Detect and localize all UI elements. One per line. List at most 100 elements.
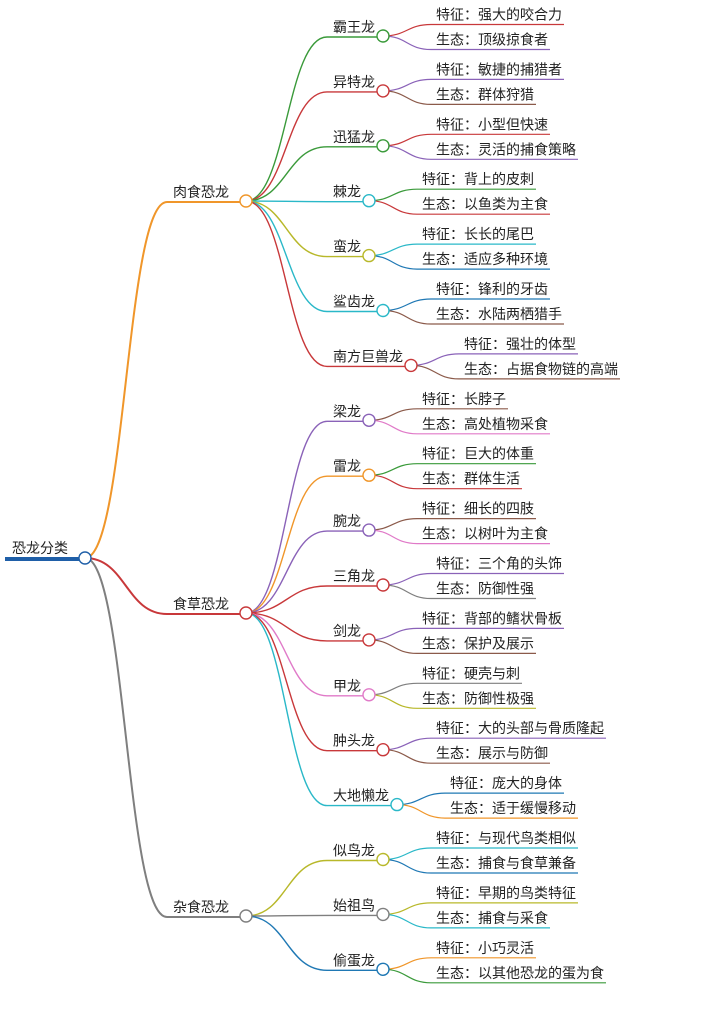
child-to-leaf-connector: [382, 913, 432, 929]
leaf-node: 生态：顶级掠食者: [436, 32, 548, 49]
child-to-leaf-connector: [368, 627, 418, 641]
child-badge: [404, 358, 418, 373]
child-to-leaf-connector: [382, 78, 432, 92]
child-to-leaf-connector: [382, 737, 432, 751]
leaf-node: 特征：巨大的体重: [422, 447, 534, 463]
leaf-label: 生态：群体生活: [422, 472, 520, 488]
leaf-label: 生态：捕食与采食: [436, 910, 548, 927]
leaf-label: 特征：强大的咬合力: [436, 7, 562, 24]
leaf-node: 特征：大的头部与骨质隆起: [436, 721, 604, 737]
child-to-leaf-connector: [396, 792, 446, 806]
child-to-leaf-connector: [368, 419, 418, 435]
leaf-label: 特征：三个角的头饰: [436, 557, 562, 573]
leaf-node: 特征：背部的鳍状骨板: [422, 611, 562, 627]
child-badge: [362, 413, 376, 427]
child-to-leaf-connector: [368, 474, 418, 490]
leaf-node: 特征：庞大的身体: [450, 776, 562, 792]
leaf-label: 特征：强壮的体型: [464, 337, 576, 353]
child-label: 鲨齿龙: [333, 295, 375, 311]
leaf-label: 特征：庞大的身体: [450, 776, 562, 792]
group-to-child-connector: [245, 200, 328, 313]
group-to-child-connector: [245, 475, 328, 614]
leaf-node: 特征：锋利的牙齿: [436, 282, 548, 298]
root-to-group-connector: [84, 557, 168, 615]
leaf-node: 特征：背上的皮刺: [422, 172, 534, 188]
child-label: 三角龙: [333, 569, 375, 585]
child-to-leaf-connector: [382, 90, 432, 105]
leaf-node: 生态：展示与防御: [436, 746, 548, 762]
group-badge: [239, 194, 253, 208]
child-badge: [376, 84, 390, 98]
child-badge: [376, 139, 390, 153]
leaf-label: 特征：长脖子: [422, 392, 506, 408]
group-node: 肉食恐龙: [173, 184, 253, 208]
leaf-node: 生态：群体狩猎: [436, 87, 534, 103]
child-badge: [362, 468, 376, 482]
child-to-leaf-connector: [368, 255, 418, 270]
leaf-label: 生态：以鱼类为主食: [422, 196, 548, 213]
connector-layer: [5, 23, 620, 984]
leaf-node: 特征：早期的鸟类特征: [436, 886, 576, 902]
group-to-child-connector: [245, 36, 328, 202]
leaf-node: 生态：灵活的捕食策略: [436, 141, 576, 158]
leaf-label: 特征：早期的鸟类特征: [436, 886, 576, 902]
child-badge: [362, 193, 376, 208]
child-node: 肿头龙: [333, 734, 390, 757]
child-to-leaf-connector: [368, 518, 418, 531]
node-layer: 恐龙分类肉食恐龙霸王龙特征：强大的咬合力生态：顶级掠食者异特龙特征：敏捷的捕猎者…: [12, 7, 618, 982]
leaf-node: 生态：适应多种环境: [422, 251, 548, 268]
leaf-node: 生态：适于缓慢移动: [450, 800, 576, 817]
child-to-leaf-connector: [382, 23, 432, 37]
leaf-node: 生态：占据食物链的高端: [464, 361, 618, 378]
child-label: 梁龙: [333, 404, 361, 420]
child-label: 偷蛋龙: [333, 953, 375, 969]
child-badge: [362, 688, 376, 702]
child-badge: [376, 578, 390, 592]
child-badge: [376, 29, 390, 43]
leaf-label: 特征：锋利的牙齿: [436, 282, 548, 298]
leaf-label: 生态：适于缓慢移动: [450, 800, 576, 817]
child-node: 剑龙: [333, 624, 376, 647]
group-label: 食草恐龙: [173, 596, 229, 613]
child-to-leaf-connector: [382, 584, 432, 600]
root-to-group-connector: [84, 201, 168, 559]
child-label: 甲龙: [333, 679, 361, 695]
leaf-label: 生态：群体狩猎: [436, 87, 534, 103]
leaf-label: 特征：巨大的体重: [422, 447, 534, 463]
child-node: 鲨齿龙: [333, 295, 390, 318]
group-to-child-connector: [245, 146, 328, 202]
leaf-node: 生态：捕食与食草兼备: [436, 855, 576, 872]
child-to-leaf-connector: [382, 133, 432, 147]
group-to-child-connector: [245, 612, 328, 642]
leaf-node: 生态：以其他恐龙的蛋为食: [436, 965, 604, 982]
child-label: 肿头龙: [333, 734, 375, 750]
group-to-child-connector: [245, 585, 328, 614]
child-node: 棘龙: [333, 185, 376, 208]
child-node: 异特龙: [333, 75, 390, 98]
leaf-label: 生态：适应多种环境: [422, 251, 548, 268]
leaf-node: 特征：长长的尾巴: [422, 227, 534, 243]
leaf-label: 特征：长长的尾巴: [422, 227, 534, 243]
child-to-leaf-connector: [368, 639, 418, 654]
leaf-label: 特征：细长的四肢: [422, 502, 534, 518]
child-to-leaf-connector: [382, 902, 432, 915]
leaf-node: 特征：强大的咬合力: [436, 7, 562, 24]
leaf-node: 特征：三个角的头饰: [436, 557, 562, 573]
leaf-node: 生态：水陆两栖猎手: [436, 307, 562, 323]
leaf-node: 特征：与现代鸟类相似: [436, 831, 576, 847]
child-badge: [362, 633, 376, 647]
child-to-leaf-connector: [410, 364, 460, 380]
child-node: 雷龙: [333, 459, 376, 482]
child-label: 异特龙: [333, 75, 375, 91]
child-badge: [376, 743, 390, 757]
leaf-label: 生态：防御性强: [436, 582, 534, 598]
leaf-label: 特征：背上的皮刺: [422, 172, 534, 188]
leaf-node: 生态：高处植物采食: [422, 416, 548, 433]
group-to-child-connector: [245, 420, 328, 614]
group-to-child-connector: [245, 612, 328, 697]
leaf-label: 特征：小型但快速: [436, 117, 548, 133]
child-badge: [376, 907, 390, 922]
root-label: 恐龙分类: [12, 541, 68, 557]
child-to-leaf-connector: [382, 847, 432, 861]
child-badge: [376, 962, 390, 976]
